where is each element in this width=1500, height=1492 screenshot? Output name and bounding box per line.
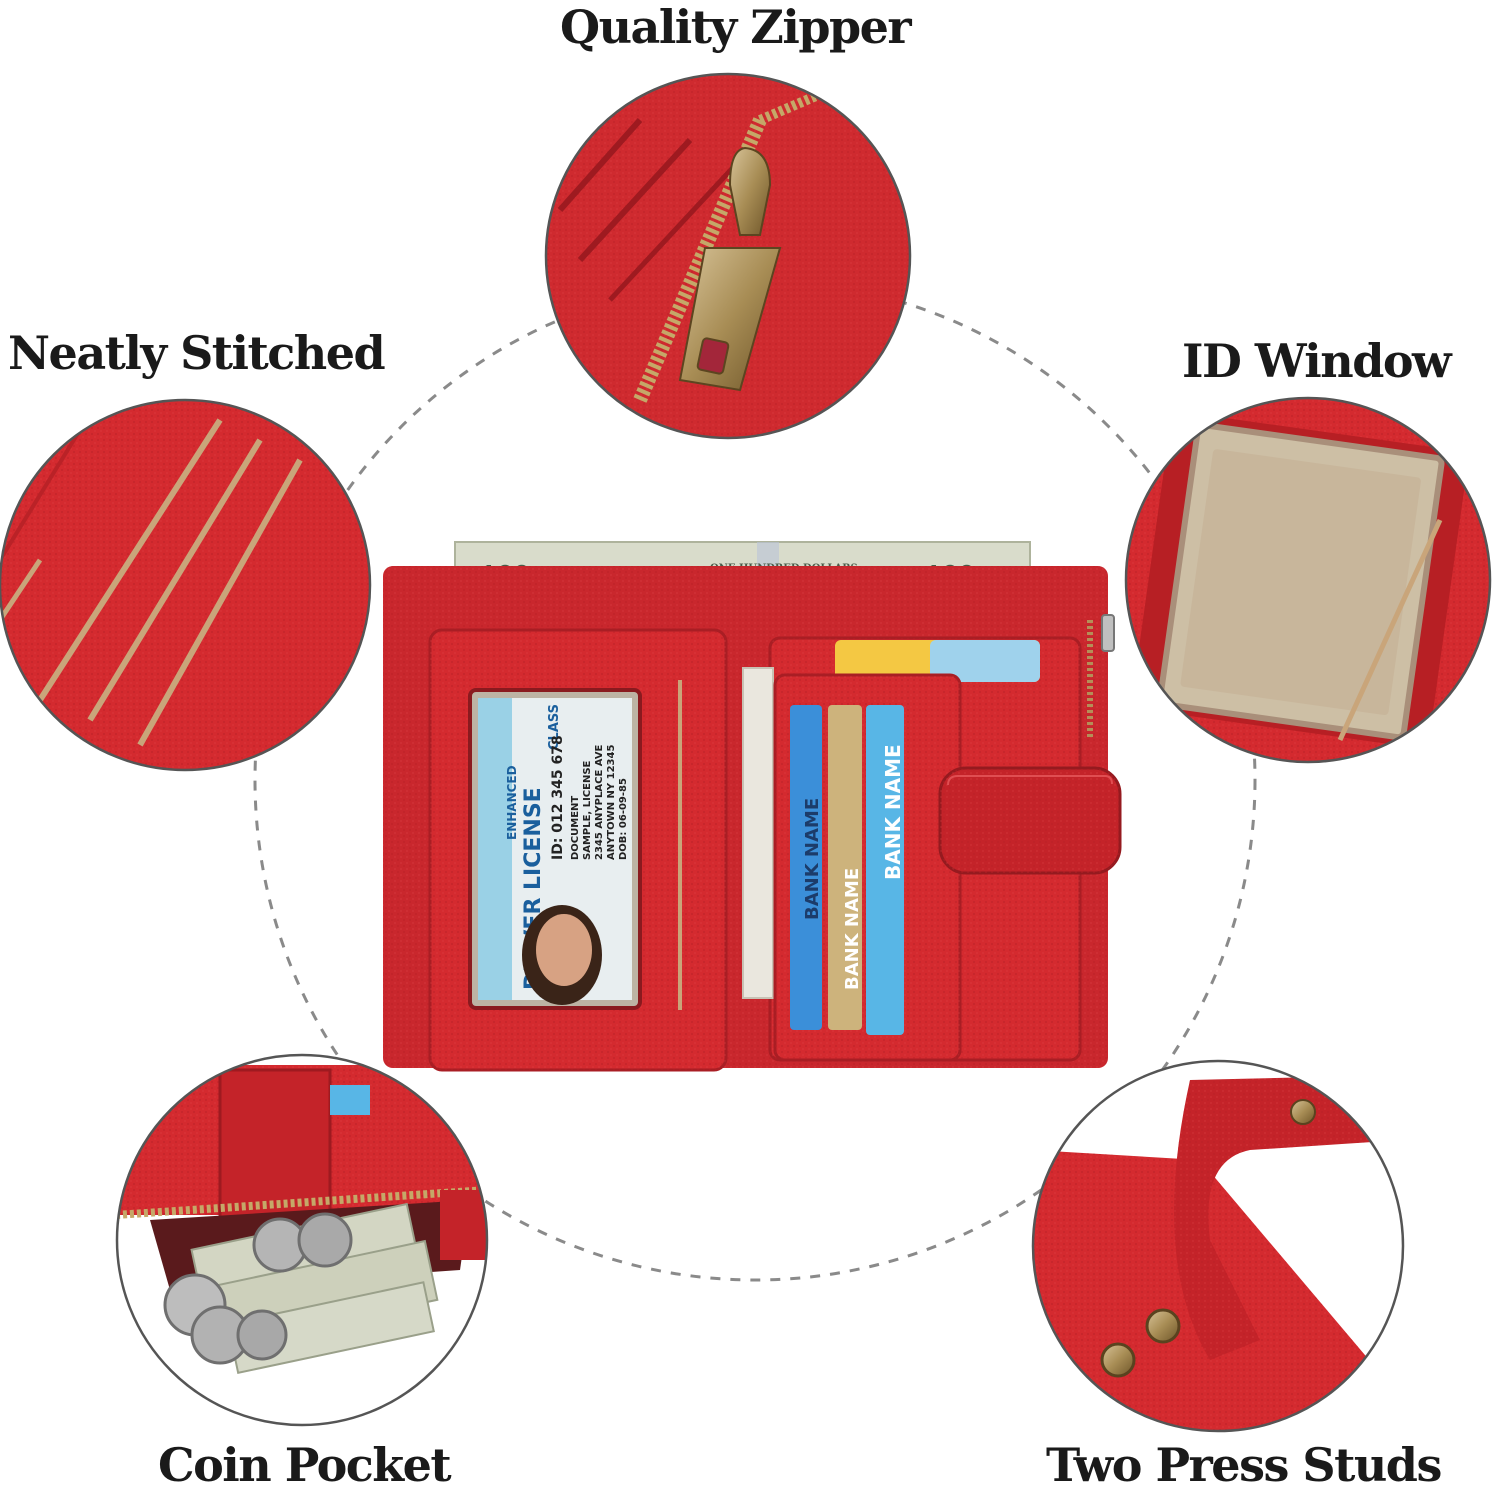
feature-label-id-window: ID Window [1182, 334, 1452, 388]
id-line3: 2345 ANYPLACE AVE [594, 744, 605, 860]
dashed-ring [253, 278, 1257, 1282]
feature-label-two-press-studs: Two Press Studs [1046, 1438, 1442, 1492]
feature-label-coin-pocket: Coin Pocket [158, 1438, 452, 1492]
detail-circle-stitching [0, 398, 372, 772]
wallet-main: 100 ONE HUNDRED DOLLARS 100 100 ONE HUND… [383, 541, 1122, 1072]
id-class: CLASS [547, 704, 562, 750]
id-line4: ANYTOWN NY 12345 [606, 745, 617, 860]
detail-circle-coin-pocket [115, 1053, 489, 1427]
feature-label-quality-zipper: Quality Zipper [560, 0, 912, 54]
id-dob: DOB: 06-09-85 [618, 778, 629, 860]
card-bank-name: BANK NAME [881, 744, 905, 880]
card-bank-name: BANK NAME [802, 798, 823, 920]
id-line1: DOCUMENT [570, 796, 581, 860]
detail-circle-press-studs [1031, 1059, 1405, 1433]
id-line2: SAMPLE, LICENSE [582, 760, 593, 860]
id-number: ID: 012 345 678 [550, 735, 566, 860]
id-card: DRIVER LICENSE ENHANCED CLASS ID: 012 34… [468, 688, 642, 1010]
detail-circle-zipper [544, 72, 912, 440]
card-blue-left: BANK NAME [790, 705, 823, 1030]
card-gold: BANK NAME [828, 705, 863, 1030]
feature-label-neatly-stitched: Neatly Stitched [8, 326, 386, 380]
detail-circle-id-window [1124, 396, 1492, 764]
id-enhanced: ENHANCED [505, 765, 519, 840]
card-blue-right: BANK NAME [866, 705, 905, 1035]
card-bank-name: BANK NAME [842, 868, 863, 990]
